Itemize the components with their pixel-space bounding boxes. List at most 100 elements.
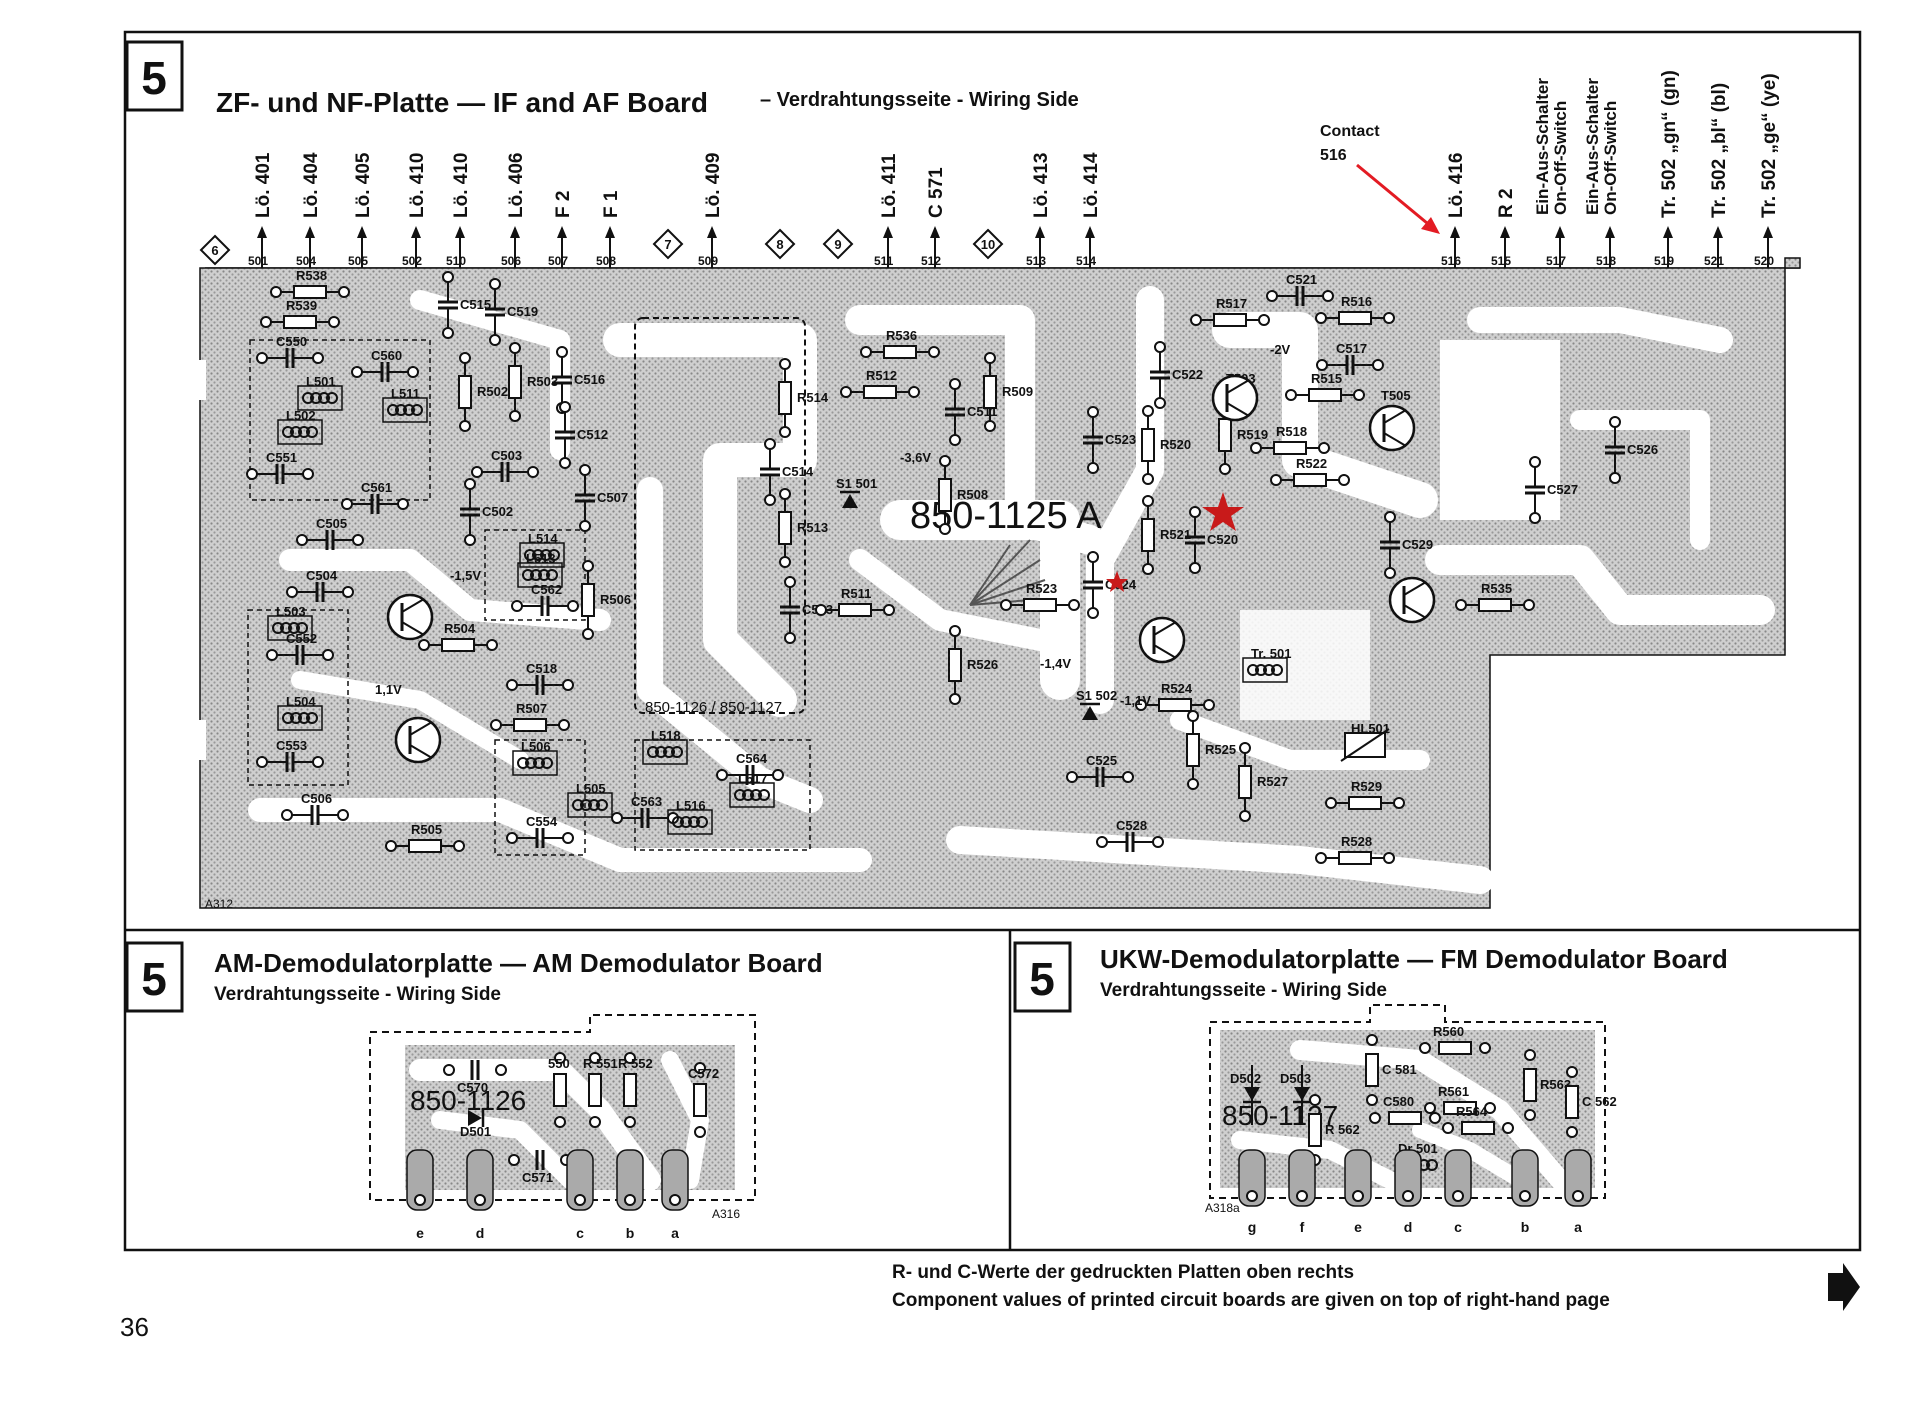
component-label: C551 [266,450,297,465]
component-c553: C553 [256,738,324,772]
am-pin-label: b [626,1225,635,1241]
component-c517: C517 [1316,341,1384,375]
page-frame [123,30,1862,1252]
component-c522: C522 [1150,341,1203,409]
am-pin-tab [466,1149,494,1211]
am-component-label: 550 [548,1056,570,1071]
component-l511: L511 [382,386,428,423]
am-component-label: D501 [460,1124,491,1139]
component-c519: C519 [485,278,538,346]
connector-label: Ein-Aus-Schalter [1583,78,1602,215]
main-board-subtitle: – Verdrahtungsseite - Wiring Side [760,89,1079,111]
fm-pin-tab [1344,1149,1372,1207]
component-r503: R503 [508,342,558,422]
connector-arrow [930,226,940,238]
component-c561: C561 [341,480,409,514]
component-label: R503 [527,374,558,389]
component-label: R508 [957,487,988,502]
annotation-arrow [1356,163,1434,230]
fm-pcb: 850-1127 A318a [1205,1004,1606,1215]
fm-pin-tab [1394,1149,1422,1207]
contact-number: 511 [874,254,894,268]
connector-label: Lö. 406 [506,153,527,218]
footer-note-english: Component values of printed circuit boar… [892,1290,1610,1311]
diamond-marker [822,228,854,260]
fm-component-label: D503 [1280,1071,1311,1086]
fm-pin-tab [1288,1149,1316,1207]
diamond-marker [972,228,1004,260]
component-label: C563 [631,794,662,809]
fm-component-label: C580 [1383,1094,1414,1109]
connector-arrow [510,226,520,238]
component-hl501: HL501 [1340,721,1390,762]
connector-arrow [1713,226,1723,238]
fm-section-number: 5 [1029,953,1055,1005]
contact-number: 515 [1491,254,1511,268]
am-component-label: R 551 [583,1056,618,1071]
component-label: C511 [967,404,997,419]
logo-mark [969,539,1046,606]
component-r518: R518 [1250,424,1330,455]
am-board-subtitle: Verdrahtungsseite - Wiring Side [214,984,501,1005]
component-label: R511 [841,586,871,601]
connector-arrow [357,226,367,238]
component-label: R505 [411,822,442,837]
contact-number: 513 [1026,254,1046,268]
voltage-label: -2V [1270,342,1291,357]
contact-number: 507 [548,254,568,268]
component-label: C519 [507,304,538,319]
component-label: R523 [1026,581,1057,596]
component-c514: C514 [760,438,814,506]
connector-arrow [455,226,465,238]
component-r514: R514 [778,358,829,438]
component-r515: R515 [1285,371,1365,402]
fm-component-label: R560 [1433,1024,1464,1039]
connector-arrow [557,226,567,238]
component-label: C503 [491,448,522,463]
next-page-arrow[interactable] [1828,1263,1860,1311]
fm-component: C 581 [1365,1034,1417,1106]
component-label: R538 [296,268,327,283]
fm-section-badge: 5 [1013,941,1072,1013]
connector-label: Lö. 404 [301,152,322,218]
transistor-t505 [1368,404,1416,452]
component-label: C523 [1105,432,1136,447]
component-s1-502: S1 502 [1076,688,1117,720]
component-c512: C512 [555,401,608,469]
fm-component: D502 [1230,1065,1261,1125]
main-section-number: 5 [141,52,167,104]
component-label: R520 [1160,437,1191,452]
component-label: C550 [276,334,307,349]
component-label: C562 [531,582,562,597]
component-c552: C552 [266,631,334,665]
am-component: C572 [688,1062,719,1138]
component-label: L503 [276,604,306,619]
component-r538: R538 [270,268,350,299]
diamond-marker [652,228,684,260]
page-number: 36 [120,1312,149,1342]
component-label: Tr. 501 [1251,646,1291,661]
component-l502: L502 [277,408,323,445]
component-label: R524 [1161,681,1193,696]
component-l501: L501 [297,374,343,411]
voltage-label: 1,1V [375,682,402,697]
component-r539: R539 [260,298,340,329]
connector-label-en: On-Off-Switch [1601,101,1620,215]
component-label: R521 [1160,527,1191,542]
am-component: R 552 [618,1052,653,1128]
component-l503: L503 [267,604,313,641]
connector-label: Lö. 410 [451,153,472,218]
diamond-number: 8 [776,237,783,252]
fm-component-label: R564 [1456,1104,1488,1119]
component-label: R514 [797,390,829,405]
component-label: R526 [967,657,998,672]
component-label: L505 [576,781,606,796]
component-r535: R535 [1455,581,1535,612]
connector-label: Tr. 502 „gn“ (gn) [1659,70,1680,218]
component-l516: L516 [667,798,713,835]
transistors [386,374,1436,764]
